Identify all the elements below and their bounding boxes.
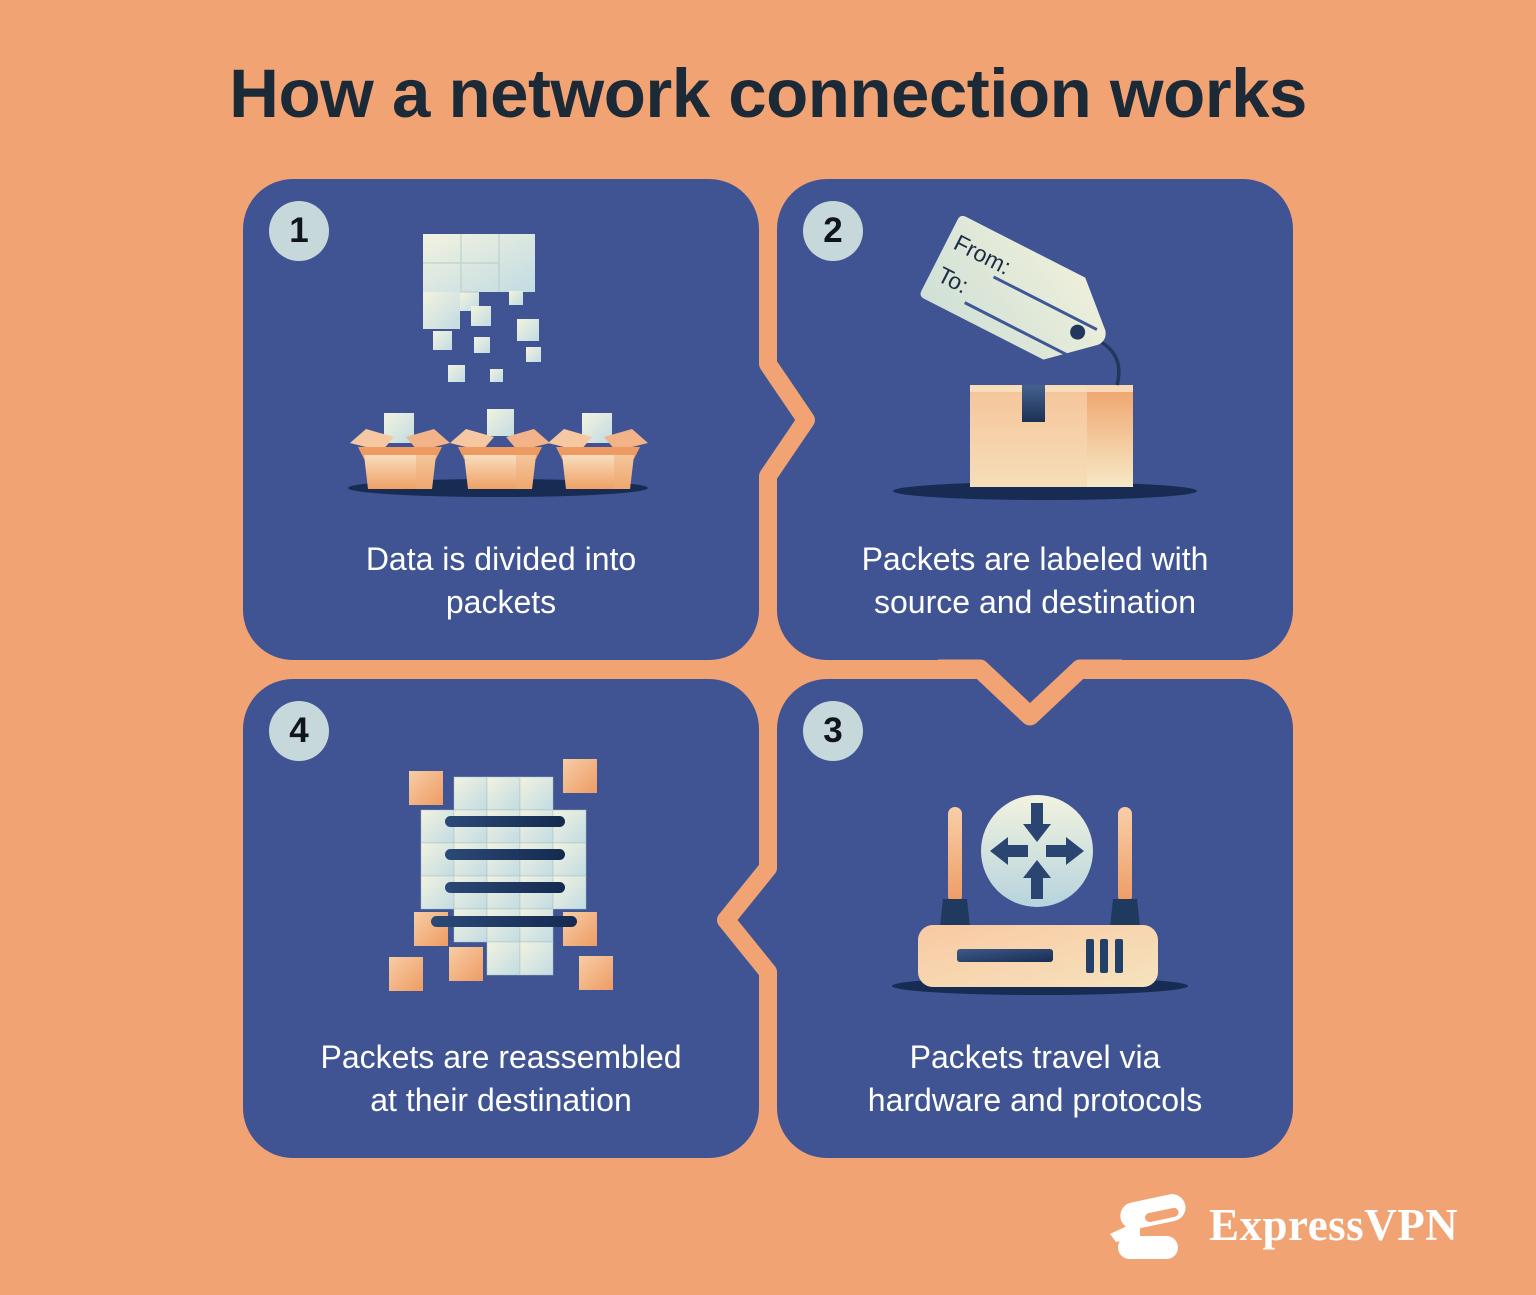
caption-line: hardware and protocols bbox=[867, 1082, 1203, 1118]
caption-line: Packets travel via bbox=[909, 1039, 1161, 1075]
falling-packets bbox=[433, 291, 541, 436]
panel-step-1: 1 Data is divided into packets bbox=[243, 179, 759, 660]
router-illustration bbox=[892, 795, 1188, 995]
cardboard-box bbox=[970, 385, 1133, 487]
brand-footer: ExpressVPN bbox=[1106, 1190, 1458, 1260]
caption-line: Packets are labeled with bbox=[861, 541, 1209, 577]
logo-notch bbox=[1145, 1207, 1179, 1223]
reassembled-grid-illustration bbox=[389, 759, 613, 991]
panel-step-2: From: To: 2 Packets are labeled with sou… bbox=[777, 179, 1293, 660]
routing-arrows bbox=[990, 803, 1084, 899]
router-body bbox=[918, 925, 1158, 987]
caption-line: packets bbox=[445, 584, 557, 620]
open-box-left bbox=[350, 413, 450, 489]
step-4-badge: 4 bbox=[269, 701, 329, 761]
data-lines bbox=[431, 816, 577, 927]
step-2-caption: Packets are labeled with source and dest… bbox=[777, 538, 1293, 624]
caption-line: Data is divided into bbox=[365, 541, 637, 577]
caption-line: Packets are reassembled bbox=[320, 1039, 682, 1075]
step-1-caption: Data is divided into packets bbox=[243, 538, 759, 624]
router-slot bbox=[957, 949, 1053, 962]
brand-wordmark: ExpressVPN bbox=[1209, 1200, 1459, 1250]
step-4-number: 4 bbox=[289, 711, 309, 750]
incoming-packets bbox=[389, 759, 613, 991]
address-tag: From: To: bbox=[920, 215, 1106, 360]
antennas bbox=[940, 807, 1140, 927]
labeled-box-illustration: From: To: bbox=[893, 215, 1197, 500]
step-1-number: 1 bbox=[289, 211, 309, 250]
step-2-number: 2 bbox=[823, 211, 843, 250]
to-line bbox=[964, 301, 1075, 360]
expressvpn-logo-icon bbox=[1110, 1194, 1186, 1259]
tag-hole bbox=[1070, 324, 1086, 340]
step-3-number: 3 bbox=[823, 711, 843, 750]
from-line bbox=[992, 275, 1098, 331]
router-lights bbox=[1086, 939, 1123, 973]
caption-line: source and destination bbox=[874, 584, 1196, 620]
step-1-badge: 1 bbox=[269, 201, 329, 261]
step-2-badge: 2 bbox=[803, 201, 863, 261]
data-block bbox=[423, 234, 535, 329]
panel-step-3: 3 Packets travel via hardware and protoc… bbox=[777, 679, 1293, 1158]
step-4-caption: Packets are reassembled at their destina… bbox=[243, 1036, 759, 1122]
open-box-middle bbox=[450, 429, 550, 489]
step-3-badge: 3 bbox=[803, 701, 863, 761]
page-title: How a network connection works bbox=[229, 55, 1307, 132]
routing-symbol-circle bbox=[981, 795, 1093, 907]
panel-step-4: 4 Packets are reassembled at their desti… bbox=[243, 679, 759, 1158]
step-3-caption: Packets travel via hardware and protocol… bbox=[777, 1036, 1293, 1122]
box-slot bbox=[1022, 385, 1045, 422]
packets-into-boxes-illustration bbox=[348, 234, 648, 497]
open-box-right bbox=[548, 413, 648, 489]
caption-line: at their destination bbox=[370, 1082, 632, 1118]
